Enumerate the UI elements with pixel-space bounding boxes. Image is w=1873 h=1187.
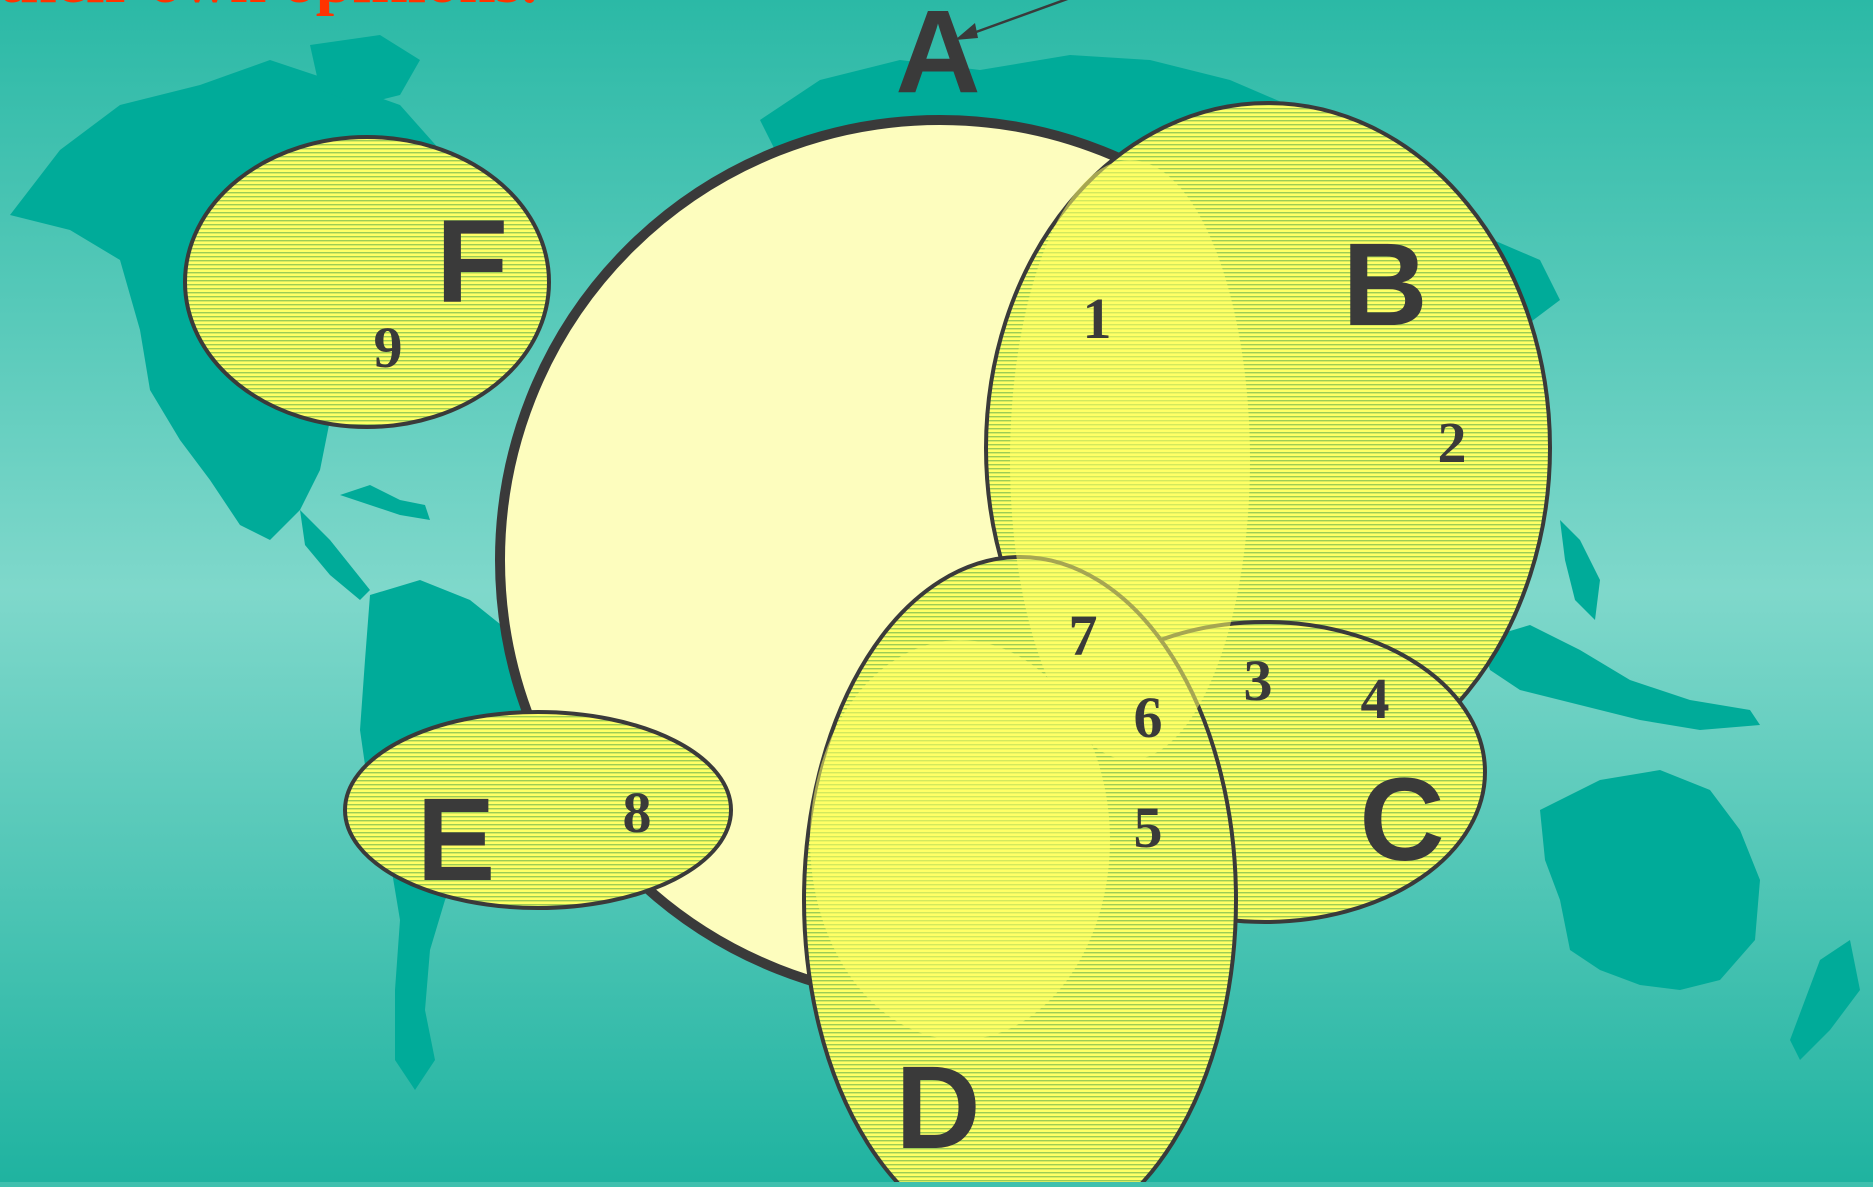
set-labels: A B C D E F — [417, 0, 1445, 1174]
set-label-a: A — [895, 0, 980, 118]
southeast-asia-islands — [1480, 625, 1760, 730]
central-america — [300, 510, 370, 600]
arrow-head — [955, 23, 978, 40]
overlap-highlights — [810, 160, 1250, 1040]
region-label-8: 8 — [623, 780, 652, 845]
set-label-c: C — [1359, 754, 1444, 886]
region-label-7: 7 — [1069, 603, 1098, 668]
region-label-3: 3 — [1244, 648, 1273, 713]
set-label-d: D — [895, 1042, 980, 1174]
overlap-ad — [810, 640, 1110, 1040]
region-label-6: 6 — [1134, 685, 1163, 750]
region-label-2: 2 — [1438, 410, 1467, 475]
region-label-5: 5 — [1134, 795, 1163, 860]
pointer-arrow — [955, 0, 1069, 40]
set-label-e: E — [417, 774, 496, 906]
slide-headline: their own opinions. — [0, 0, 538, 14]
set-e-ellipse — [343, 710, 733, 910]
region-label-9: 9 — [374, 315, 403, 380]
region-labels: 1 2 3 4 5 6 7 8 9 — [374, 286, 1467, 860]
australia-landmass — [1540, 770, 1760, 990]
greenland — [310, 35, 420, 105]
japan — [1560, 520, 1600, 620]
set-label-b: B — [1342, 219, 1427, 351]
new-zealand — [1790, 940, 1860, 1060]
caribbean-islands — [340, 485, 430, 520]
region-label-4: 4 — [1361, 666, 1390, 731]
overlap-ab — [1010, 160, 1250, 760]
arrow-line — [964, 0, 1069, 38]
set-label-f: F — [436, 196, 508, 328]
region-label-1: 1 — [1083, 286, 1112, 351]
set-f-ellipse — [183, 135, 551, 429]
